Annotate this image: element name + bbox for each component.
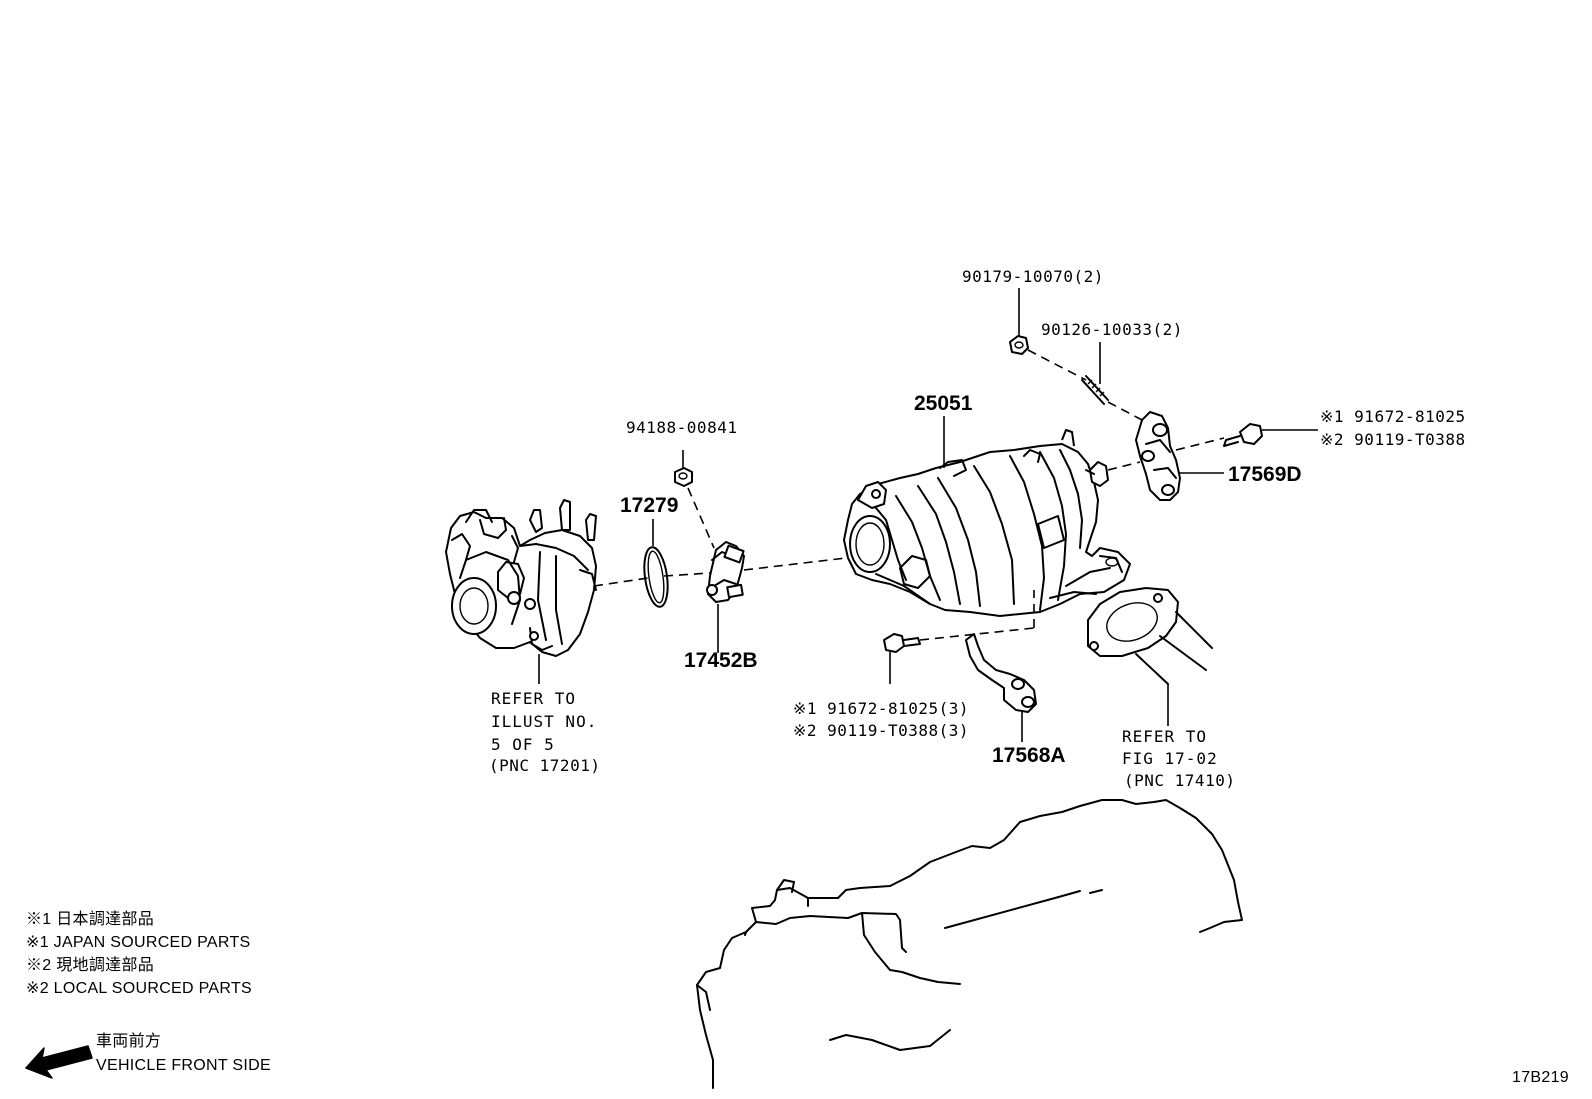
direction-label-jp: 車両前方 bbox=[96, 1032, 161, 1050]
catalytic-converter-illustration bbox=[843, 416, 1131, 617]
direction-label-en: VEHICLE FRONT SIDE bbox=[96, 1057, 271, 1074]
bolt-lower-part bbox=[883, 633, 921, 684]
callout-nut-top: 90179-10070(2) bbox=[962, 267, 1104, 286]
bracket-right-part bbox=[1135, 411, 1224, 501]
callout-bolt-right-2: ※2 90119-T0388 bbox=[1320, 430, 1466, 449]
top-nut-part bbox=[1009, 288, 1029, 355]
turbocharger-illustration bbox=[445, 499, 597, 684]
callout-clamp: 17452B bbox=[684, 649, 758, 672]
legend-line2: ※1 JAPAN SOURCED PARTS bbox=[26, 934, 251, 951]
callout-converter: 25051 bbox=[914, 392, 973, 415]
refer-pipe-line3: (PNC 17410) bbox=[1124, 771, 1235, 790]
callout-stud-top: 90126-10033(2) bbox=[1041, 320, 1183, 339]
refer-turbo-line2: ILLUST NO. bbox=[491, 712, 597, 731]
callout-bolt-right-1: ※1 91672-81025 bbox=[1320, 407, 1466, 426]
engine-block-outline bbox=[696, 799, 1243, 1089]
clamp-part bbox=[706, 541, 745, 653]
legend-line3: ※2 現地調達部品 bbox=[26, 956, 154, 974]
bracket-lower-part bbox=[965, 633, 1037, 742]
bolt-right-part bbox=[1223, 423, 1318, 447]
callout-bolt-lower-2: ※2 90119-T0388(3) bbox=[793, 721, 969, 740]
figure-code: 17B219 bbox=[1512, 1069, 1569, 1086]
callout-bracket-right: 17569D bbox=[1228, 463, 1302, 486]
refer-turbo-line3: 5 OF 5 bbox=[491, 735, 555, 754]
gasket-ring-part bbox=[643, 519, 669, 608]
callout-bracket-lower: 17568A bbox=[992, 744, 1066, 767]
legend-line1: ※1 日本調達部品 bbox=[26, 910, 154, 928]
clamp-nut-part bbox=[674, 450, 693, 487]
callout-nut-clamp: 94188-00841 bbox=[626, 418, 737, 437]
refer-pipe-line2: FIG 17-02 bbox=[1122, 749, 1218, 768]
assembly-guide-lines bbox=[593, 349, 1225, 641]
top-stud-part bbox=[1081, 342, 1109, 405]
refer-turbo-line4: (PNC 17201) bbox=[489, 756, 600, 775]
callout-gasket-ring: 17279 bbox=[620, 494, 678, 517]
exhaust-flange-gasket bbox=[1087, 587, 1213, 726]
callout-bolt-lower-1: ※1 91672-81025(3) bbox=[793, 699, 969, 718]
legend-line4: ※2 LOCAL SOURCED PARTS bbox=[26, 980, 252, 997]
refer-turbo-line1: REFER TO bbox=[491, 689, 576, 708]
refer-pipe-line1: REFER TO bbox=[1122, 727, 1207, 746]
arrow-left-icon bbox=[25, 1045, 93, 1079]
